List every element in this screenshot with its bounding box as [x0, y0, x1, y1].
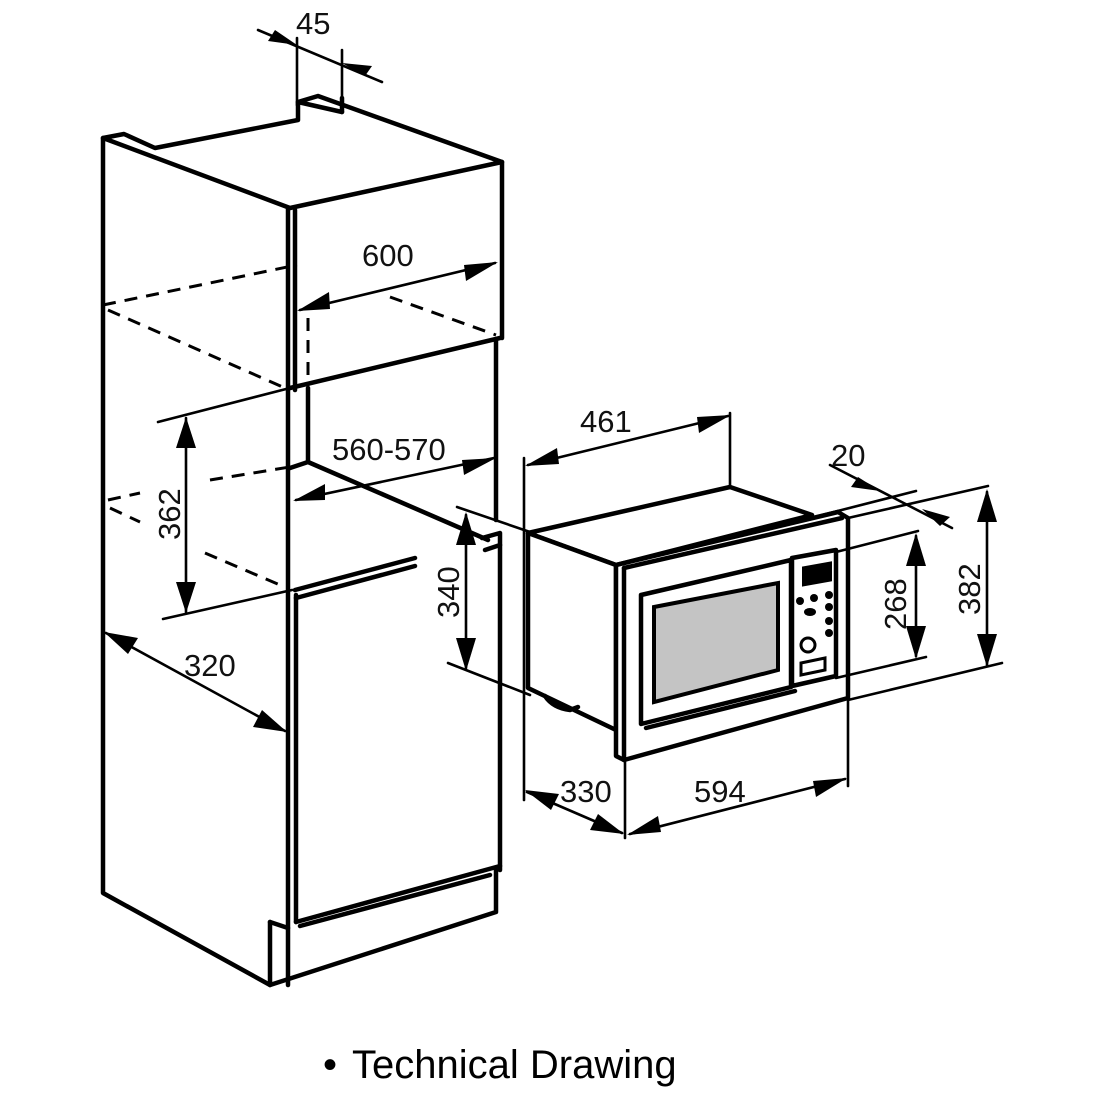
dim-382-ext-top	[846, 484, 990, 520]
arrowhead	[176, 582, 196, 613]
dim-label-268: 268	[878, 578, 913, 630]
hidden-line	[107, 491, 141, 502]
control-dial	[799, 636, 817, 654]
dim-label-20: 20	[831, 438, 865, 473]
upper-door-bottom	[287, 335, 503, 391]
arrowhead	[977, 489, 997, 522]
niche-floor-diagonal	[305, 459, 491, 543]
cabinet-left-side	[100, 135, 273, 988]
arrowhead	[697, 415, 731, 433]
dim-label-600: 600	[362, 238, 414, 273]
dim-label-382: 382	[952, 563, 987, 615]
control-button	[810, 594, 818, 602]
lower-door-bottom-shadow	[297, 872, 493, 929]
arrowhead	[851, 477, 880, 491]
arrowhead	[906, 533, 926, 566]
microwave-window	[652, 580, 780, 705]
arrowhead	[462, 458, 496, 475]
arrowhead	[342, 63, 372, 76]
arrowhead	[293, 484, 325, 501]
control-button	[825, 629, 833, 637]
dim-340-ext-top	[455, 505, 532, 534]
dim-320-line	[104, 631, 287, 733]
dim-268-ext-bottom	[834, 655, 928, 680]
arrowhead	[627, 816, 661, 835]
dim-label-560-570: 560-570	[332, 432, 446, 467]
frame-inner-top	[621, 515, 845, 571]
door-release-button	[799, 656, 827, 677]
arrowhead	[176, 417, 196, 448]
arrowhead	[922, 509, 950, 526]
display-screen	[802, 561, 832, 587]
dim-20-ext	[820, 489, 918, 517]
arrowhead	[268, 30, 297, 45]
microwave-side	[525, 530, 619, 733]
hidden-line	[107, 308, 286, 390]
caption-text: Technical Drawing	[352, 1043, 677, 1087]
dim-label-320: 320	[184, 648, 236, 683]
arrowhead	[297, 292, 330, 311]
arrowhead	[456, 512, 476, 545]
hidden-line	[204, 551, 281, 587]
arrowhead	[525, 790, 559, 810]
plinth	[267, 867, 499, 988]
niche-floor-front	[287, 459, 311, 471]
hidden-line	[209, 465, 291, 482]
dim-600-line	[298, 261, 497, 312]
dim-268-ext-top	[834, 529, 920, 554]
hidden-line	[389, 295, 497, 337]
arrowhead	[253, 710, 287, 732]
microwave	[525, 484, 851, 763]
dim-362-ext-top	[156, 386, 292, 424]
top-lip	[295, 99, 345, 115]
dim-label-362: 362	[152, 488, 187, 540]
control-button	[825, 617, 833, 625]
caption: • Technical Drawing	[323, 1043, 677, 1087]
dim-label-330: 330	[560, 774, 612, 809]
arrowhead	[104, 632, 138, 654]
dim-560-570-line	[294, 456, 496, 502]
plinth-notch	[267, 919, 291, 931]
arrowhead	[813, 778, 847, 797]
arrowhead	[464, 262, 498, 281]
tall-cabinet	[100, 93, 505, 988]
microwave-dimensions: 461 20 382 268 330 594	[522, 404, 1004, 840]
dim-594-line	[628, 777, 847, 836]
arrowhead	[590, 814, 624, 834]
lower-door-top-inner	[293, 563, 418, 601]
lower-door-top	[292, 555, 418, 593]
niche-lip	[479, 530, 503, 553]
cabinet-dimensions: 45 600 560-570 362 320 340	[104, 6, 532, 733]
hidden-line	[109, 506, 141, 524]
hidden-line	[102, 263, 298, 307]
dim-label-45: 45	[296, 6, 330, 41]
dim-label-340: 340	[431, 566, 466, 618]
arrowhead	[977, 634, 997, 667]
microwave-foot	[542, 693, 581, 713]
dim-label-594: 594	[694, 774, 746, 809]
arrowhead	[906, 626, 926, 659]
lower-door-bottom	[293, 863, 503, 925]
dim-461-line	[526, 414, 730, 467]
dim-340-ext-bottom	[446, 661, 532, 697]
dim-label-461: 461	[580, 404, 632, 439]
control-button	[804, 608, 816, 616]
arrowhead	[525, 448, 559, 466]
control-button	[825, 591, 833, 599]
control-button	[796, 597, 804, 605]
dim-382-ext-bottom	[846, 661, 1004, 702]
control-button	[825, 603, 833, 611]
door-bottom-edge	[643, 688, 798, 731]
caption-bullet: •	[323, 1043, 337, 1087]
arrowhead	[456, 638, 476, 671]
dim-362-ext-bottom	[161, 588, 294, 621]
cabinet-top-face	[100, 93, 505, 211]
